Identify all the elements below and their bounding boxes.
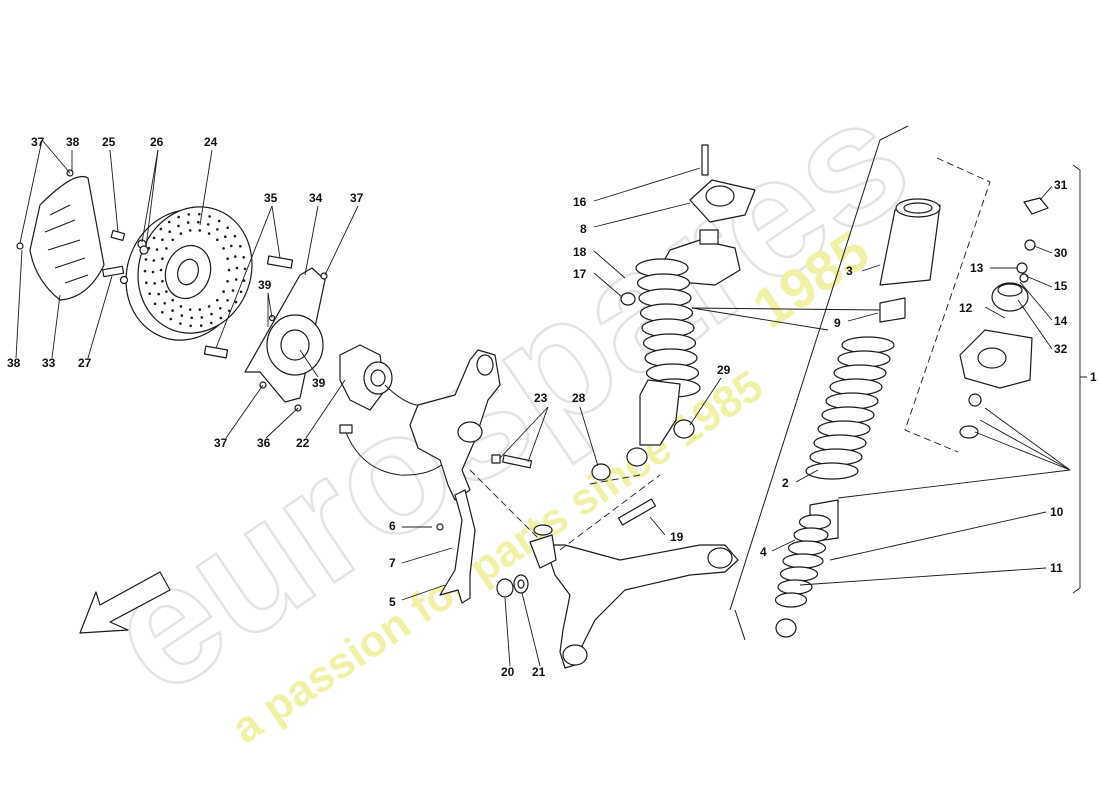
callout-19: 19 [670,530,684,544]
callout-39a: 39 [258,278,272,292]
callout-35: 35 [264,191,278,205]
group-line-left [729,139,881,641]
callout-26: 26 [150,135,164,149]
callout-15: 15 [1054,279,1068,293]
wheel-hub [339,344,456,419]
coil-over-assembly [591,144,756,481]
callout-39b: 39 [312,376,326,390]
callout-37b: 37 [350,191,364,205]
group-bracket-1 [1072,164,1087,594]
callout-labels: 37 38 25 26 24 35 34 37 39 39 38 33 27 3… [7,135,1097,679]
callout-8: 8 [580,222,587,236]
callout-38b: 38 [7,356,21,370]
callout-37a: 37 [31,135,45,149]
group-dash-knuckle [469,469,661,551]
callout-16: 16 [573,195,587,209]
callout-7: 7 [389,556,396,570]
steering-knuckle [409,349,501,501]
callout-27: 27 [78,356,92,370]
callout-34: 34 [309,191,323,205]
dust-shield [16,169,105,301]
callout-20: 20 [501,665,515,679]
callout-38a: 38 [66,135,80,149]
front-direction-arrow [79,571,171,634]
callout-37c: 37 [214,436,228,450]
callout-22: 22 [296,436,310,450]
callout-13: 13 [970,261,984,275]
callout-36: 36 [257,436,271,450]
top-mount-parts [959,197,1049,439]
group-line-top [879,125,909,141]
callout-21: 21 [532,665,546,679]
lower-control-arm [529,524,739,669]
callout-10: 10 [1050,505,1064,519]
callout-28: 28 [572,391,586,405]
callout-33: 33 [42,356,56,370]
callout-9: 9 [834,316,841,330]
callout-1: 1 [1090,370,1097,384]
brake-disc [125,206,253,341]
callout-18: 18 [573,245,587,259]
callout-30: 30 [1054,246,1068,260]
callout-4: 4 [760,545,767,559]
callout-32: 32 [1054,342,1068,356]
callout-5: 5 [389,595,396,609]
callout-2: 2 [782,476,789,490]
callout-23: 23 [534,391,548,405]
callout-24: 24 [204,135,218,149]
callout-25: 25 [102,135,116,149]
callout-31: 31 [1054,178,1068,192]
watermark: eurospares a passion for parts since 198… [73,59,942,753]
callout-3: 3 [846,264,853,278]
callout-6: 6 [389,519,396,533]
leader-lines [15,139,1071,667]
callout-29: 29 [717,363,731,377]
exploded-shock-assembly [774,198,941,638]
wheel-arch-bracket [436,489,476,604]
callout-12: 12 [959,301,973,315]
callout-11: 11 [1050,561,1063,575]
group-dash-right [904,157,991,453]
callout-14: 14 [1054,314,1068,328]
callout-17: 17 [573,267,587,281]
